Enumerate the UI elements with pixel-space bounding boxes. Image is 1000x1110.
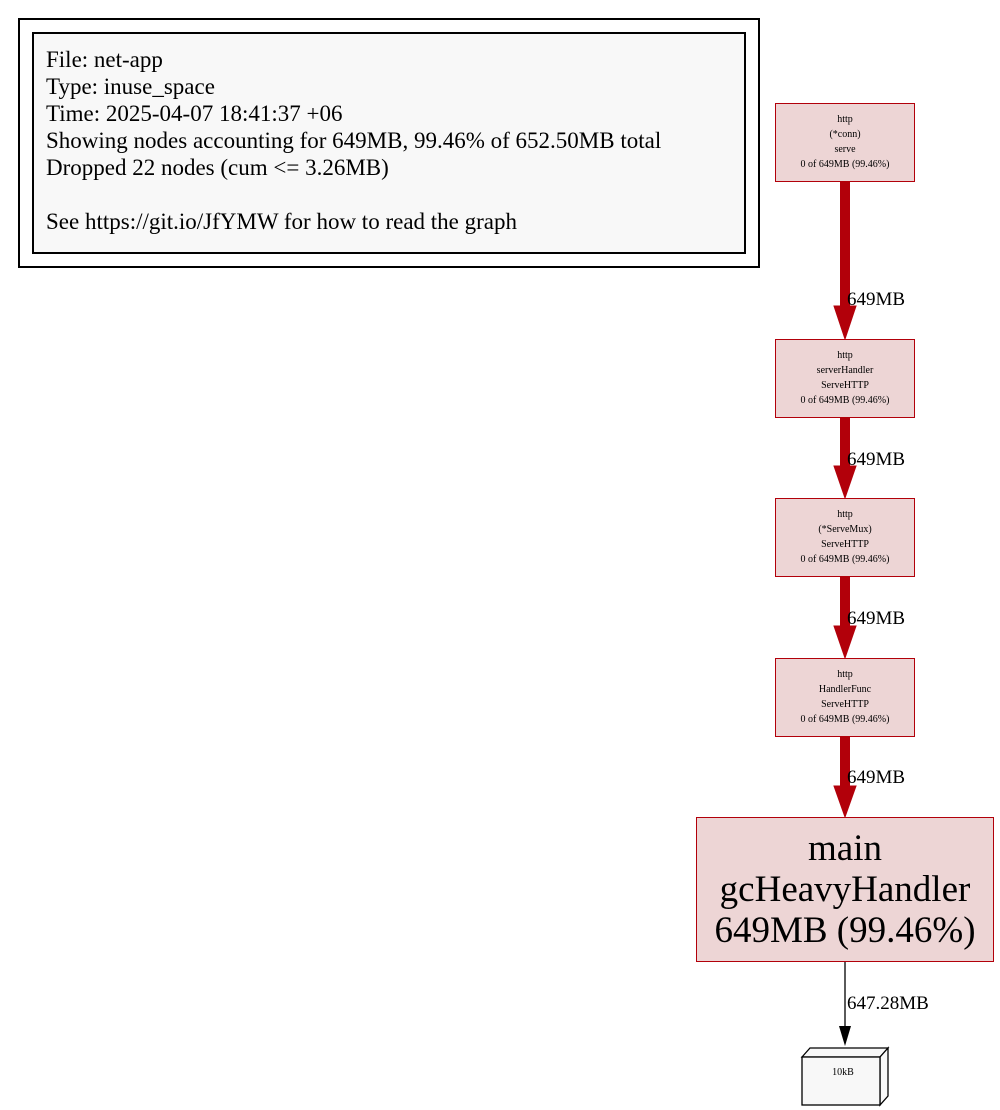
node-label-receiver: serverHandler (816, 365, 874, 376)
node-label-receiver: (*ServeMux) (818, 524, 872, 535)
node-label-package: http (837, 669, 853, 680)
edge-label-gcheavyhandler: 647.28MB (847, 993, 929, 1014)
node-label-value: 649MB (99.46%) (714, 910, 976, 951)
node-serverhandler-servehttp[interactable]: http serverHandler ServeHTTP 0 of 649MB … (775, 339, 915, 418)
leaf-node-label[interactable]: 10kB (832, 1067, 854, 1078)
node-label-function: serve (834, 144, 856, 155)
node-servemux-servehttp[interactable]: http (*ServeMux) ServeHTTP 0 of 649MB (9… (775, 498, 915, 577)
node-label-package: http (837, 114, 853, 125)
node-label-package: main (808, 828, 882, 869)
node-label-value: 0 of 649MB (99.46%) (800, 159, 890, 170)
node-main-gcheavyhandler[interactable]: main gcHeavyHandler 649MB (99.46%) (696, 817, 994, 962)
node-label-value: 0 of 649MB (99.46%) (800, 554, 890, 565)
node-label-function: ServeHTTP (821, 699, 869, 710)
node-handlerfunc-servehttp[interactable]: http HandlerFunc ServeHTTP 0 of 649MB (9… (775, 658, 915, 737)
node-label-receiver: HandlerFunc (818, 684, 872, 695)
legend-help-link: See https://git.io/JfYMW for how to read… (46, 209, 517, 234)
edge-serverhandler-to-servemux (833, 415, 857, 500)
node-label-receiver: (*conn) (829, 129, 861, 140)
legend-time: Time: 2025-04-07 18:41:37 +06 (46, 101, 343, 126)
legend-dropped: Dropped 22 nodes (cum <= 3.26MB) (46, 155, 389, 180)
legend-showing: Showing nodes accounting for 649MB, 99.4… (46, 128, 662, 153)
edge-label-serve: 649MB (847, 289, 906, 310)
node-label-value: 0 of 649MB (99.46%) (800, 395, 890, 406)
node-label-function: gcHeavyHandler (719, 869, 971, 910)
node-label-package: http (837, 350, 853, 361)
node-label-function: ServeHTTP (821, 380, 869, 391)
edge-label-handlerfunc: 649MB (847, 767, 906, 788)
edge-serve-to-serverhandler (833, 181, 857, 341)
node-conn-serve[interactable]: http (*conn) serve 0 of 649MB (99.46%) (775, 103, 915, 182)
edge-label-serverhandler: 649MB (847, 449, 906, 470)
edge-label-servemux: 649MB (847, 608, 906, 629)
node-label-function: ServeHTTP (821, 539, 869, 550)
edge-servemux-to-handlerfunc (833, 576, 857, 660)
legend-type: Type: inuse_space (46, 74, 215, 99)
edge-gcheavyhandler-to-leaf (839, 962, 851, 1046)
edge-handlerfunc-to-gcheavyhandler (833, 735, 857, 819)
legend-inner: File: net-app Type: inuse_space Time: 20… (32, 32, 746, 254)
node-label-package: http (837, 509, 853, 520)
legend-box: File: net-app Type: inuse_space Time: 20… (18, 18, 760, 268)
legend-file: File: net-app (46, 47, 163, 72)
leaf-node-box (800, 1046, 890, 1107)
node-label-value: 0 of 649MB (99.46%) (800, 714, 890, 725)
